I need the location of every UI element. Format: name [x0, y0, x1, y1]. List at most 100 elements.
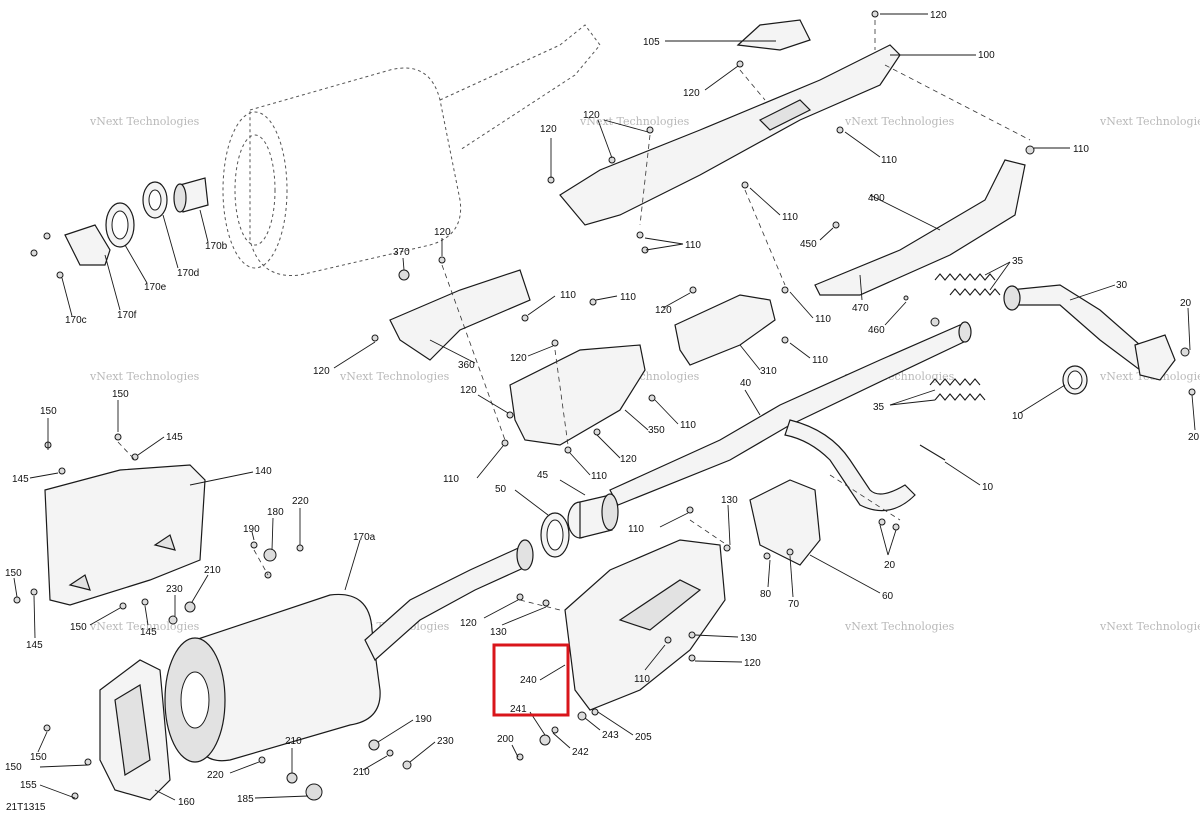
highlight-box-240: [492, 643, 570, 717]
callout: 360: [458, 360, 475, 371]
callout: 190: [415, 714, 432, 725]
callout: 110: [680, 420, 696, 431]
watermark: vNext Technologies: [1099, 620, 1200, 633]
callout: 120: [510, 353, 527, 364]
callout: 110: [628, 524, 644, 535]
watermark: vNext Technologies: [1099, 115, 1200, 128]
callout: 155: [20, 780, 37, 791]
callout: 105: [643, 37, 660, 48]
callout: 120: [930, 10, 947, 21]
callout: 120: [313, 366, 330, 377]
heat-shield-60: [749, 479, 821, 566]
watermark: vNext Technologies: [89, 370, 200, 383]
callout: 310: [760, 366, 777, 377]
callout: 70: [788, 599, 800, 610]
callout: 470: [852, 303, 869, 314]
callout: 110: [881, 155, 897, 166]
callout: 145: [12, 474, 29, 485]
callout: 200: [497, 734, 514, 745]
callout: 145: [140, 627, 157, 638]
callout: 120: [620, 454, 637, 465]
watermark: vNext Technologies: [844, 620, 955, 633]
callout: 20: [884, 560, 896, 571]
figure-number: 21T1315: [6, 802, 46, 813]
callout: 460: [868, 325, 885, 336]
callout: 210: [285, 736, 302, 747]
callout: 190: [243, 524, 260, 535]
callout: 10: [1012, 411, 1024, 422]
callout-labels: 120 105 100 120 120 120 110 110 110 110 …: [5, 10, 1200, 808]
callout: 110: [591, 471, 607, 482]
callout: 150: [5, 762, 22, 773]
callout: 110: [443, 474, 459, 485]
callout: 450: [800, 239, 817, 250]
callout: 35: [1012, 256, 1024, 267]
callout: 120: [434, 227, 451, 238]
callout: 241: [510, 704, 527, 715]
callout: 170c: [65, 315, 87, 326]
callout: 40: [740, 378, 752, 389]
watermark: vNext Technologies: [844, 115, 955, 128]
callout: 145: [166, 432, 183, 443]
callout: 243: [602, 730, 619, 741]
callout: 20: [1180, 298, 1192, 309]
callout: 110: [620, 292, 636, 303]
callout: 170b: [205, 241, 228, 252]
ghost-muffler: [222, 24, 601, 277]
callout: 210: [353, 767, 370, 778]
callout: 150: [40, 406, 57, 417]
callout: 10: [982, 482, 994, 493]
callout: 150: [30, 752, 47, 763]
callout: 170f: [117, 310, 137, 321]
callout: 120: [683, 88, 700, 99]
callout: 145: [26, 640, 43, 651]
callout: 230: [437, 736, 454, 747]
callout: 150: [112, 389, 129, 400]
callout: 50: [495, 484, 507, 495]
callout: 110: [1073, 144, 1089, 155]
callout: 35: [873, 402, 885, 413]
callout: 120: [655, 305, 672, 316]
callout: 180: [267, 507, 284, 518]
callout: 100: [978, 50, 995, 61]
callout: 120: [540, 124, 557, 135]
callout: 220: [207, 770, 224, 781]
exhaust-pipe-40: [609, 321, 972, 512]
watermark: vNext Technologies: [339, 370, 450, 383]
callout: 130: [490, 627, 507, 638]
heat-shield-140: [44, 464, 206, 606]
callout: 150: [5, 568, 22, 579]
callout: 370: [393, 247, 410, 258]
leader-lines: [13, 13, 1196, 801]
callout: 110: [685, 240, 701, 251]
callout: 110: [815, 314, 831, 325]
callout: 240: [520, 675, 537, 686]
sleeve-45: [567, 493, 619, 539]
callout: 130: [740, 633, 757, 644]
callout: 350: [648, 425, 665, 436]
callout: 80: [760, 589, 772, 600]
springs-35: [929, 273, 1001, 401]
callout: 205: [635, 732, 652, 743]
callout: 120: [460, 618, 477, 629]
gaskets-10: [919, 365, 1088, 461]
callout: 160: [178, 797, 195, 808]
callout: 242: [572, 747, 589, 758]
heat-shield-310: [674, 294, 776, 366]
callout: 130: [721, 495, 738, 506]
callout: 170e: [144, 282, 167, 293]
watermark: vNext Technologies: [89, 115, 200, 128]
end-cap-160: [99, 659, 171, 801]
callout: 185: [237, 794, 254, 805]
heat-shield-360: [389, 269, 531, 361]
callout: 230: [166, 584, 183, 595]
callout: 120: [460, 385, 477, 396]
callout: 170a: [353, 532, 376, 543]
header-pipe-30: [1003, 284, 1176, 381]
callout: 110: [560, 290, 576, 301]
clamp-50: [540, 512, 570, 558]
callout: 110: [634, 674, 650, 685]
callout: 140: [255, 466, 272, 477]
callout: 110: [782, 212, 798, 223]
